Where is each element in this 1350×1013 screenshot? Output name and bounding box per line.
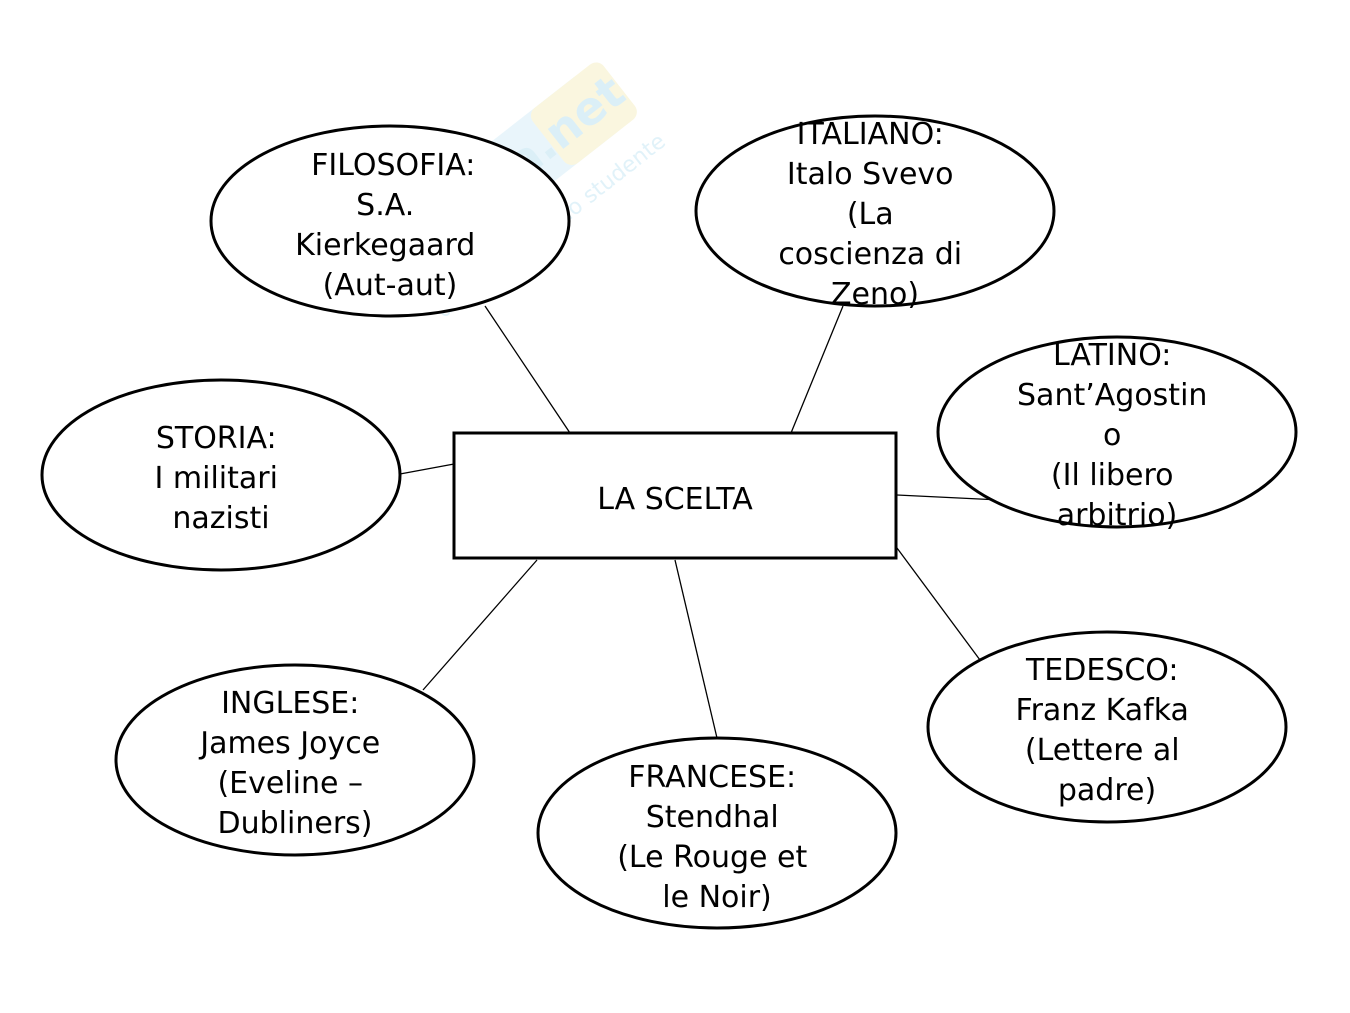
node-inglese-line-2: James Joyce (198, 726, 380, 761)
node-storia-label: STORIA: I militari nazisti (155, 421, 288, 536)
node-latino-ellipse (936, 335, 1298, 529)
node-inglese-label: INGLESE: James Joyce (Eveline – Dubliner… (198, 686, 390, 841)
node-tedesco-line-3: (Lettere al (1025, 733, 1180, 768)
node-filosofia-line-3: Kierkegaard (295, 228, 475, 263)
node-tedesco-line-4: padre) (1058, 773, 1156, 808)
node-francese-line-1: FRANCESE: (628, 760, 796, 795)
node-latino-line-1: LATINO: (1053, 338, 1171, 373)
center-label: LA SCELTA (597, 482, 753, 517)
node-latino: LATINO: Sant’Agostin o (Il libero arbitr… (936, 335, 1298, 533)
node-latino-label: LATINO: Sant’Agostin o (Il libero arbitr… (1017, 338, 1217, 533)
node-francese-line-3: (Le Rouge et (617, 840, 807, 875)
node-latino-line-4: (Il libero (1051, 458, 1174, 493)
node-francese: FRANCESE: Stendhal (Le Rouge et le Noir) (536, 736, 898, 930)
connector-francese (674, 559, 718, 739)
node-latino-line-3: o (1103, 418, 1121, 453)
node-filosofia-ellipse (209, 124, 571, 318)
connector-storia (399, 463, 455, 475)
node-filosofia: FILOSOFIA: S.A. Kierkegaard (Aut-aut) (209, 124, 571, 318)
connector-filosofia (484, 305, 571, 434)
node-filosofia-line-2: S.A. (356, 188, 414, 223)
node-filosofia-line-1: FILOSOFIA: (311, 148, 475, 183)
center-box (452, 431, 898, 560)
node-storia-line-3: nazisti (172, 501, 269, 536)
node-francese-line-4: le Noir) (662, 880, 772, 915)
node-tedesco-ellipse (926, 630, 1288, 824)
node-filosofia-label: FILOSOFIA: S.A. Kierkegaard (Aut-aut) (295, 148, 485, 303)
node-italiano-line-4: coscienza di (778, 237, 962, 272)
node-tedesco-label: TEDESCO: Franz Kafka (Lettere al padre) (1016, 653, 1199, 808)
node-inglese-line-1: INGLESE: (221, 686, 359, 721)
node-italiano-ellipse (694, 114, 1056, 308)
center-node: LA SCELTA (452, 431, 898, 560)
node-francese-label: FRANCESE: Stendhal (Le Rouge et le Noir) (617, 760, 817, 915)
node-tedesco-line-1: TEDESCO: (1025, 653, 1179, 688)
node-filosofia-line-4: (Aut-aut) (323, 268, 458, 303)
node-italiano-line-1: ITALIANO: (797, 117, 944, 152)
node-storia: STORIA: I militari nazisti (40, 378, 402, 572)
node-storia-line-2: I militari (155, 461, 278, 496)
node-italiano-line-3: (La (847, 197, 894, 232)
node-latino-line-2: Sant’Agostin (1017, 378, 1207, 413)
connector-tedesco (896, 547, 981, 661)
watermark-accent-shape (530, 62, 637, 165)
node-francese-line-2: Stendhal (646, 800, 779, 835)
node-italiano-line-2: Italo Svevo (787, 157, 954, 192)
node-italiano: ITALIANO: Italo Svevo (La coscienza di Z… (694, 114, 1056, 312)
node-inglese-line-3: (Eveline – (217, 766, 363, 801)
node-inglese: INGLESE: James Joyce (Eveline – Dubliner… (114, 663, 476, 857)
node-latino-line-5: arbitrio) (1057, 498, 1178, 533)
node-storia-ellipse (40, 378, 402, 572)
node-francese-ellipse (536, 736, 898, 930)
connector-inglese (422, 559, 538, 691)
node-tedesco: TEDESCO: Franz Kafka (Lettere al padre) (926, 630, 1288, 824)
connector-latino (896, 494, 1001, 501)
node-storia-line-1: STORIA: (156, 421, 277, 456)
connector-italiano (790, 305, 844, 434)
node-tedesco-line-2: Franz Kafka (1016, 693, 1189, 728)
connectors (399, 305, 1001, 739)
node-italiano-line-5: Zeno) (831, 277, 919, 312)
node-inglese-line-4: Dubliners) (218, 806, 373, 841)
node-italiano-label: ITALIANO: Italo Svevo (La coscienza di Z… (778, 117, 971, 312)
node-inglese-ellipse (114, 663, 476, 857)
